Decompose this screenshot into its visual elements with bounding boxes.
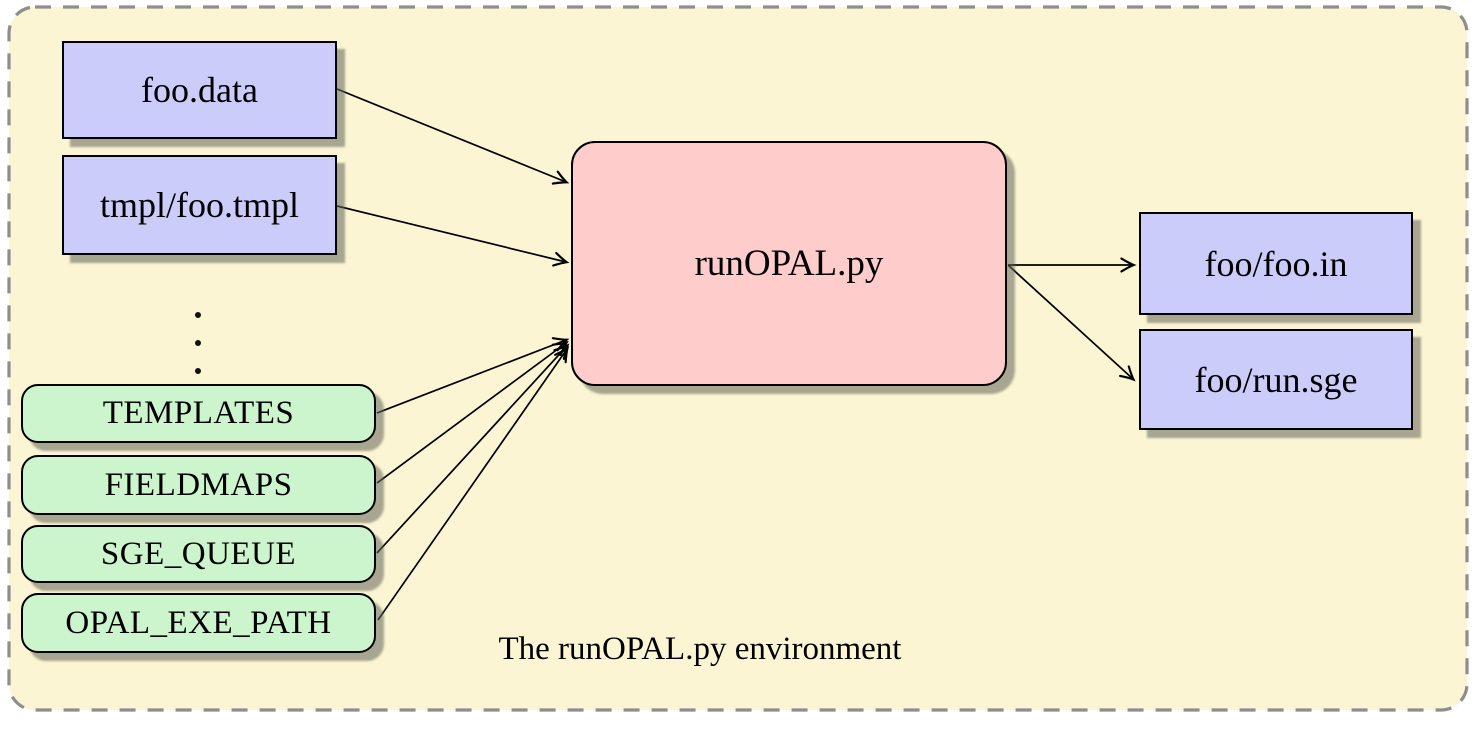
arrow-templates-to-runopal xyxy=(376,337,570,414)
node-sge-queue: SGE_QUEUE xyxy=(21,525,376,583)
node-tmpl-foo-tmpl: tmpl/foo.tmpl xyxy=(62,155,337,255)
diagram-caption: The runOPAL.py environment xyxy=(498,631,902,667)
node-foo-data: foo.data xyxy=(62,41,337,139)
ellipsis-dot xyxy=(195,368,201,374)
node-templates: TEMPLATES xyxy=(21,384,376,443)
arrow-fieldmaps-to-runopal xyxy=(376,340,569,484)
node-fieldmaps: FIELDMAPS xyxy=(21,455,376,515)
ellipsis-dot xyxy=(195,340,201,346)
arrow-opal-exe-path-to-runopal xyxy=(377,346,570,621)
node-runopal-py: runOPAL.py xyxy=(571,141,1007,386)
node-foo-foo-in: foo/foo.in xyxy=(1139,212,1413,315)
arrow-tmpl-foo-tmpl-to-runopal xyxy=(336,205,570,267)
ellipsis-dots xyxy=(170,312,226,374)
arrow-foo-data-to-runopal xyxy=(336,88,570,185)
arrow-runopal-to-foo-run-sge xyxy=(1007,264,1136,382)
arrow-sge-queue-to-runopal xyxy=(376,343,570,554)
node-opal-exe-path: OPAL_EXE_PATH xyxy=(21,593,376,653)
node-foo-run-sge: foo/run.sge xyxy=(1139,329,1413,430)
ellipsis-dot xyxy=(195,312,201,318)
